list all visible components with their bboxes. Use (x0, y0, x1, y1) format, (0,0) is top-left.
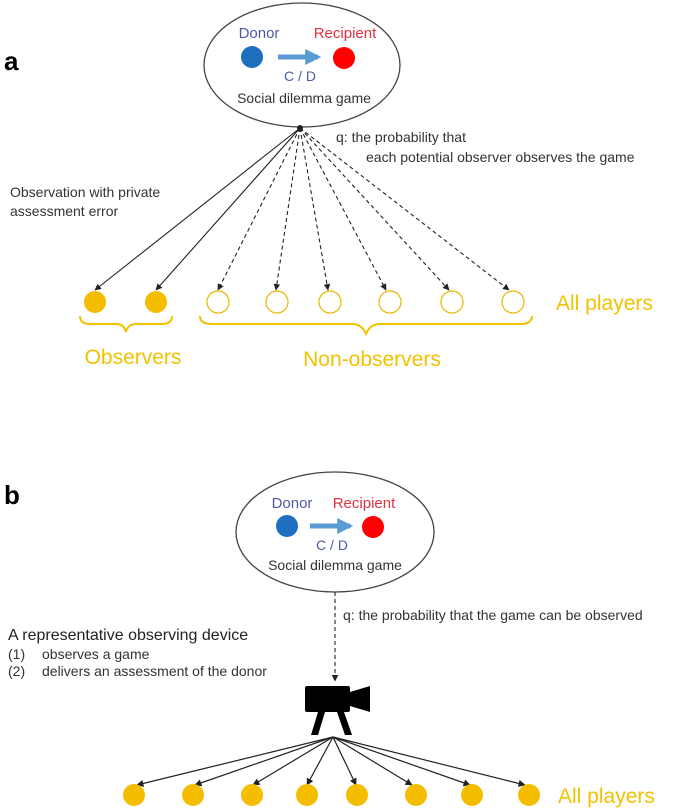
recipient-label: Recipient (333, 495, 396, 512)
panel-a-label: a (4, 46, 19, 76)
observers-brace (79, 315, 173, 333)
delivery-arrow (306, 736, 334, 786)
device-title: A representative observing device (8, 627, 248, 644)
action-label: C / D (316, 537, 348, 553)
panel-a-arrows (94, 127, 510, 291)
non-observer-player (501, 290, 525, 314)
non-observer-arrow (217, 127, 301, 291)
q-text-b: q: the probability that the game can be … (343, 607, 643, 623)
game-ellipse (203, 2, 401, 128)
donor-dot (241, 46, 263, 68)
non-observer-arrow (299, 127, 331, 291)
action-label: C / D (284, 68, 316, 84)
panel-b-label: b (4, 480, 20, 510)
panel-b-game: Donor Recipient C / D Social dilemma gam… (235, 471, 435, 593)
camera-icon (305, 686, 370, 735)
observer-player (84, 291, 106, 313)
device-item-1-num: (1) (8, 646, 25, 662)
panel-a-game: Donor Recipient C / D Social dilemma gam… (203, 2, 401, 128)
delivery-arrow (332, 736, 357, 786)
player (241, 784, 263, 806)
player (296, 784, 318, 806)
player (518, 784, 540, 806)
non-observer-player (440, 290, 464, 314)
non-observer-player (206, 290, 230, 314)
non-observers-brace (199, 315, 533, 337)
panel-b-players (123, 784, 596, 806)
device-item-2-num: (2) (8, 663, 25, 679)
player (182, 784, 204, 806)
delivery-arrow (252, 736, 334, 786)
delivery-arrow (332, 736, 471, 787)
delivery-arrow (136, 736, 334, 787)
player (123, 784, 145, 806)
all-players-label-a: All players (556, 292, 653, 315)
non-observers-label: Non-observers (303, 348, 441, 371)
donor-dot (276, 515, 298, 537)
non-observer-arrow (299, 127, 510, 291)
q-text-line1: q: the probability that (336, 129, 466, 145)
player (574, 784, 596, 806)
panel-b-arrows (136, 736, 526, 787)
non-observer-player (265, 290, 289, 314)
device-item-2-text: delivers an assessment of the donor (42, 663, 267, 679)
delivery-arrow (332, 736, 413, 786)
donor-label: Donor (272, 495, 313, 512)
non-observer-arrow (299, 127, 450, 291)
q-text-line2: each potential observer observes the gam… (366, 149, 635, 165)
game-caption: Social dilemma game (268, 557, 402, 573)
non-observer-arrow (299, 127, 387, 291)
recipient-label: Recipient (314, 25, 377, 42)
observation-error-line1: Observation with private (10, 184, 160, 200)
non-observer-arrow (273, 127, 301, 291)
player (461, 784, 483, 806)
observer-arrow (94, 127, 301, 291)
observation-error-line2: assessment error (10, 203, 118, 219)
delivery-arrow (332, 736, 526, 787)
device-item-1-text: observes a game (42, 646, 150, 662)
observers-label: Observers (85, 346, 182, 369)
non-observer-player (378, 290, 402, 314)
delivery-arrow (194, 736, 334, 787)
observer-arrow (155, 127, 301, 291)
all-players-label-b: All players (558, 785, 655, 808)
game-ellipse (235, 471, 435, 593)
game-caption: Social dilemma game (237, 90, 371, 106)
non-observer-player (318, 290, 342, 314)
recipient-dot (333, 47, 355, 69)
recipient-dot (362, 516, 384, 538)
observer-player (145, 291, 167, 313)
player (346, 784, 368, 806)
donor-label: Donor (239, 25, 280, 42)
panel-a-players (84, 290, 525, 314)
player (405, 784, 427, 806)
